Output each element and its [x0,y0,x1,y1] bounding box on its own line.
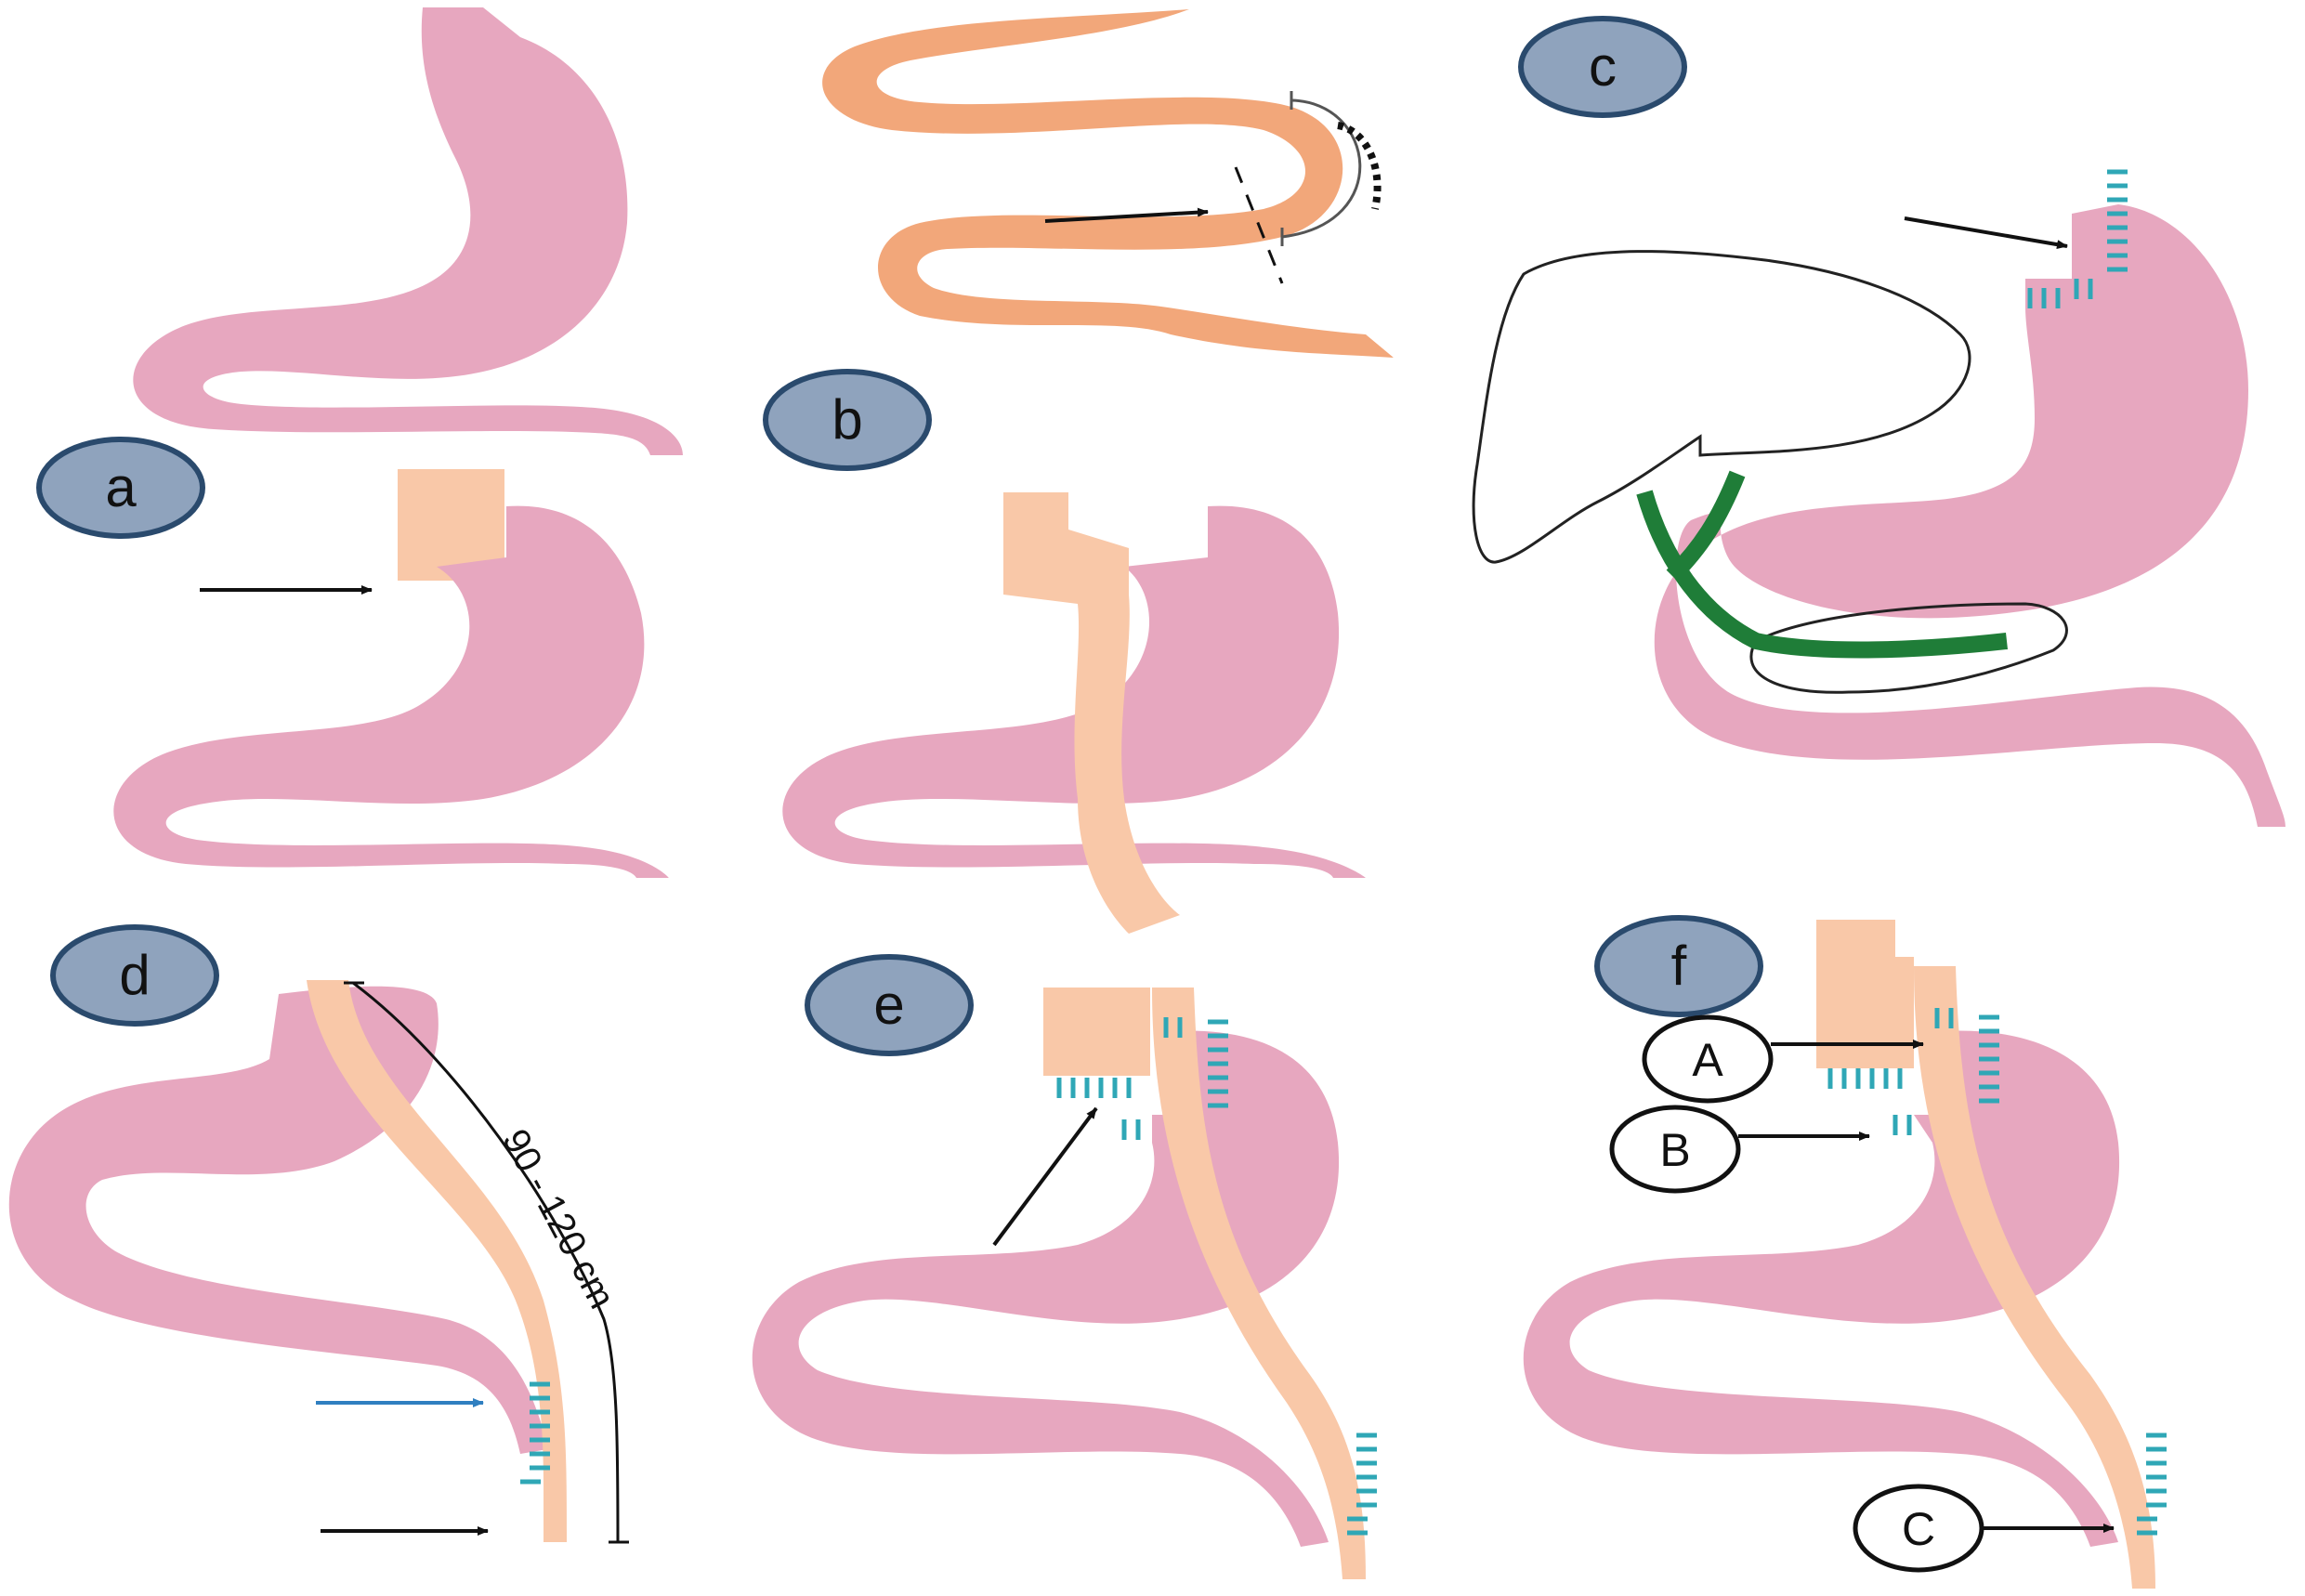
marker-a: A [1642,1014,1924,1104]
marginal-vessels [1337,122,1382,210]
liver-outline [1472,250,1971,564]
marker-a-text: A [1692,1034,1723,1086]
marker-c-text: C [1902,1503,1935,1555]
panel-d-sutures [520,1381,550,1485]
panel-f-esophagus [1816,920,1914,1068]
panel-a-bottom-stomach [113,469,669,878]
marker-b: B [1609,1105,1870,1194]
panel-e-limb [1152,988,1366,1579]
panel-f-limb [1914,966,2155,1589]
panel-d-label: d [50,924,219,1027]
measurement-arc [1281,98,1362,239]
panel-f-label: f [1594,915,1763,1017]
panel-e-esophagus [1043,988,1150,1076]
portal-vessels [1636,470,2008,659]
panel-c-label: c [1518,16,1687,118]
panel-d-label-text: d [119,944,150,1006]
limb-length-bracket [352,981,620,1543]
panel-e-stomach [752,988,1377,1579]
panel-b-label: b [763,369,932,471]
transection-line [1234,166,1284,284]
panel-c-label-text: c [1589,35,1617,98]
panel-b-arrow [1044,207,1209,223]
panel-f-stomach [1523,920,2167,1589]
marker-c: C [1853,1484,2115,1573]
panel-e-sutures [1056,1017,1377,1536]
panel-a-top-stomach [133,7,683,455]
panel-b-label-text: b [832,388,862,451]
panel-e-label: e [805,954,974,1056]
panel-d-stomach: 90 - 120 cm [8,980,629,1544]
panel-b-jejunum [822,9,1394,358]
panel-a-label: a [36,437,205,539]
panel-a-label-text: a [105,456,137,518]
panel-f-label-text: f [1671,935,1687,997]
panel-c-sutures [2027,169,2128,308]
panel-f-sutures [1827,1008,2167,1536]
panel-b-stomach-with-limb [782,492,1366,934]
panel-c-stomach [1472,169,2285,827]
panel-d-limb [307,980,567,1542]
panel-c-arrow [1904,216,2068,250]
panel-e-label-text: e [873,974,904,1036]
panel-e-arrow [992,1106,1098,1247]
pancreas-outline [1749,602,2068,694]
jejunal-limb [1003,492,1180,934]
marker-b-text: B [1659,1124,1690,1176]
